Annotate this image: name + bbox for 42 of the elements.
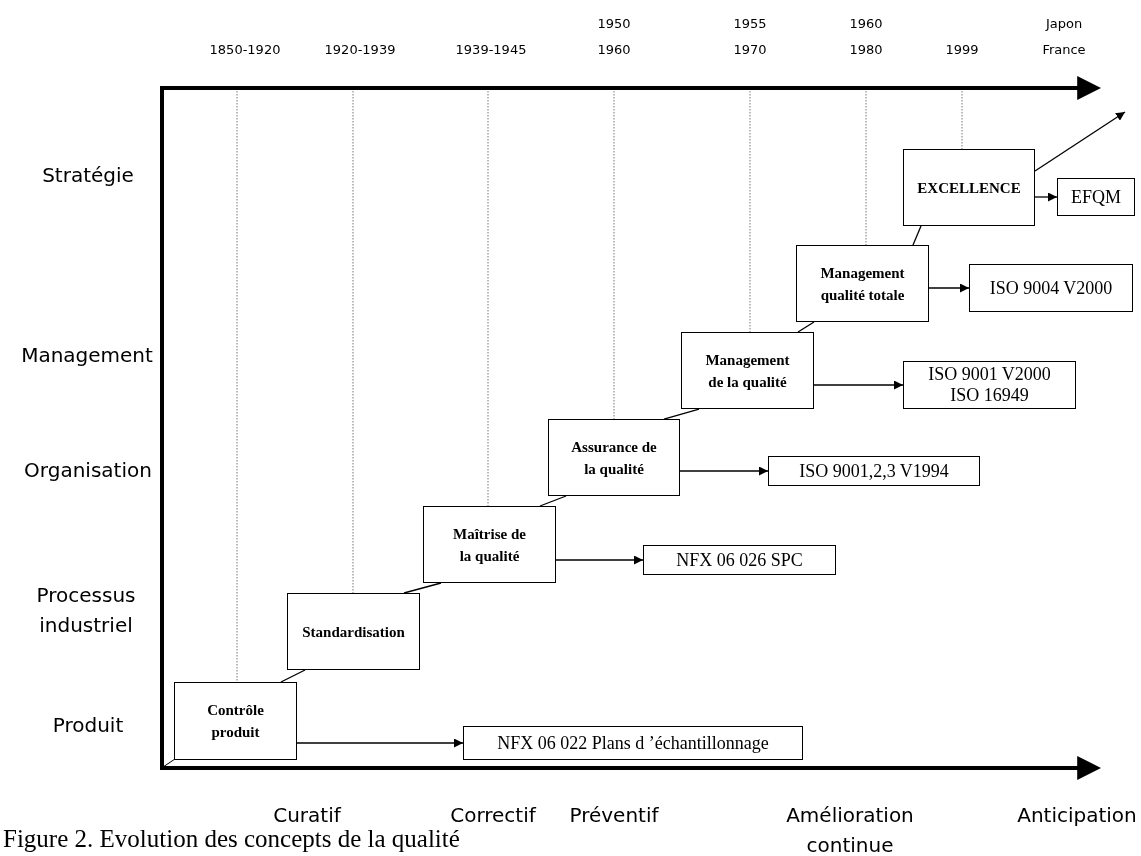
approach-label: Préventif <box>568 802 660 829</box>
period-label: 1920-1939 <box>323 41 397 59</box>
connector-line <box>797 321 815 333</box>
arrow <box>928 283 970 293</box>
standard-box: NFX 06 022 Plans d ’échantillonnage <box>463 726 803 760</box>
period-label: 1999 <box>944 41 980 59</box>
standard-box: EFQM <box>1057 178 1135 216</box>
stage-box: Assurance de la qualité <box>548 419 680 496</box>
arrow <box>1034 192 1058 202</box>
level-label: Stratégie <box>41 162 135 189</box>
stage-box: Management qualité totale <box>796 245 929 322</box>
period-label: Japon France <box>1041 15 1087 59</box>
approach-label: Anticipation <box>1016 802 1138 829</box>
level-label: Management <box>20 342 154 369</box>
arrow <box>813 380 904 390</box>
standard-box: NFX 06 026 SPC <box>643 545 836 575</box>
stage-box: Maîtrise de la qualité <box>423 506 556 583</box>
arrow <box>555 555 644 565</box>
connector-line <box>280 669 306 683</box>
period-label: 1955 1970 <box>732 15 768 59</box>
level-label: Produit <box>51 712 125 739</box>
standard-box: ISO 9004 V2000 <box>969 264 1133 312</box>
stage-box: Standardisation <box>287 593 420 670</box>
stage-box: EXCELLENCE <box>903 149 1035 226</box>
connector-line <box>403 582 442 594</box>
period-label: 1960 1980 <box>848 15 884 59</box>
period-label: 1939-1945 <box>454 41 528 59</box>
connector-line <box>912 225 922 246</box>
arrow <box>1034 111 1126 172</box>
connector-line <box>663 408 700 420</box>
connector-line <box>539 495 567 507</box>
stage-box: Management de la qualité <box>681 332 814 409</box>
level-label: Processus industriel <box>35 582 137 639</box>
level-label: Organisation <box>23 457 153 484</box>
arrow <box>679 466 769 476</box>
approach-label: Amélioration continue <box>785 802 915 856</box>
standard-box: ISO 9001 V2000 ISO 16949 <box>903 361 1076 409</box>
arrow <box>296 738 464 748</box>
period-label: 1950 1960 <box>596 15 632 59</box>
stage-box: Contrôle produit <box>174 682 297 760</box>
period-label: 1850-1920 <box>208 41 282 59</box>
standard-box: ISO 9001,2,3 V1994 <box>768 456 980 486</box>
